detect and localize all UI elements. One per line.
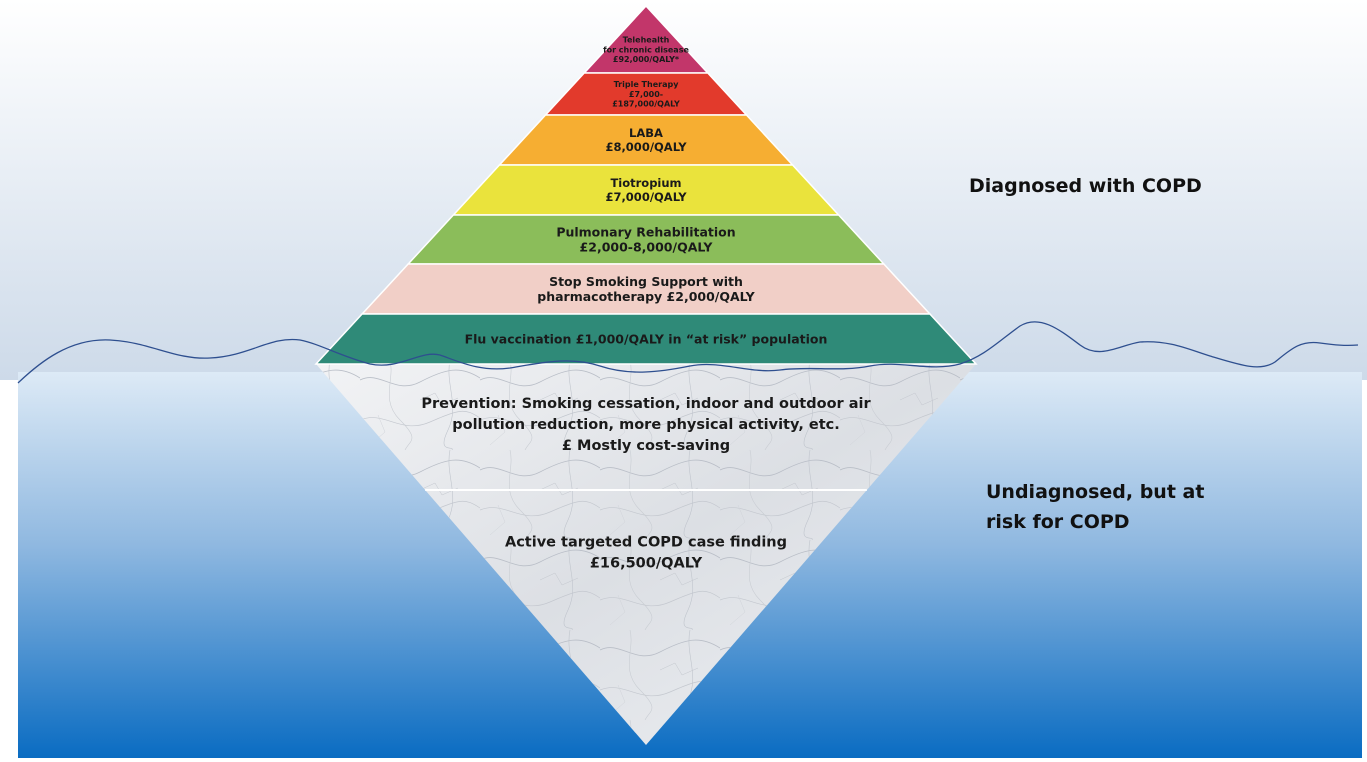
pyramid-tier-label: £187,000/QALY xyxy=(612,99,680,108)
pyramid-tier-label: Telehealth xyxy=(623,36,670,45)
pyramid-tier-label: £2,000-8,000/QALY xyxy=(580,239,714,254)
pyramid-tier-label: Stop Smoking Support with xyxy=(549,274,743,289)
pyramid-tier-label: £8,000/QALY xyxy=(605,140,687,154)
underwater-tier-label: Prevention: Smoking cessation, indoor an… xyxy=(421,396,871,412)
pyramid-tier: Tiotropium£7,000/QALY xyxy=(451,164,841,216)
underwater-tier-label: pollution reduction, more physical activ… xyxy=(452,417,840,433)
pyramid-tier-label: Flu vaccination £1,000/QALY in “at risk”… xyxy=(465,331,828,346)
underwater-tier-label: Active targeted COPD case finding xyxy=(505,535,787,551)
diagnosed-label: Diagnosed with COPD xyxy=(969,175,1202,197)
pyramid-tier: Pulmonary Rehabilitation£2,000-8,000/QAL… xyxy=(406,214,886,265)
pyramid-tier-label: £7,000/QALY xyxy=(605,190,687,204)
marble-texture xyxy=(316,364,976,745)
underwater-tier-label: £ Mostly cost-saving xyxy=(562,438,730,454)
waterline-wave xyxy=(17,321,1359,384)
pyramid-tier-label: Pulmonary Rehabilitation xyxy=(556,224,735,239)
pyramid-tier: Flu vaccination £1,000/QALY in “at risk”… xyxy=(314,313,978,365)
pyramid-tier-label: Triple Therapy xyxy=(614,80,680,89)
pyramid-tier-label: Tiotropium xyxy=(610,176,681,190)
undiagnosed-label-line2: risk for COPD xyxy=(986,511,1130,533)
pyramid-tier-label: £92,000/QALY* xyxy=(613,55,680,64)
pyramid-tier-label: £7,000- xyxy=(629,90,663,99)
underwater-tier-label: £16,500/QALY xyxy=(590,556,703,572)
pyramid-tier: Stop Smoking Support withpharmacotherapy… xyxy=(360,263,932,315)
side-labels: Diagnosed with COPD Undiagnosed, but at … xyxy=(969,175,1204,533)
pyramid-tier-label: pharmacotherapy £2,000/QALY xyxy=(537,289,755,304)
pyramid-tier-label: LABA xyxy=(629,126,663,140)
pyramid-tier: LABA£8,000/QALY xyxy=(497,114,795,166)
pyramid-tier-shape xyxy=(314,313,978,365)
underwater-iceberg: Prevention: Smoking cessation, indoor an… xyxy=(316,364,976,745)
pyramid-tier-label: for chronic disease xyxy=(603,45,689,54)
pyramid-tier: Triple Therapy£7,000-£187,000/QALY xyxy=(543,72,749,116)
undiagnosed-label-line1: Undiagnosed, but at xyxy=(986,481,1204,503)
